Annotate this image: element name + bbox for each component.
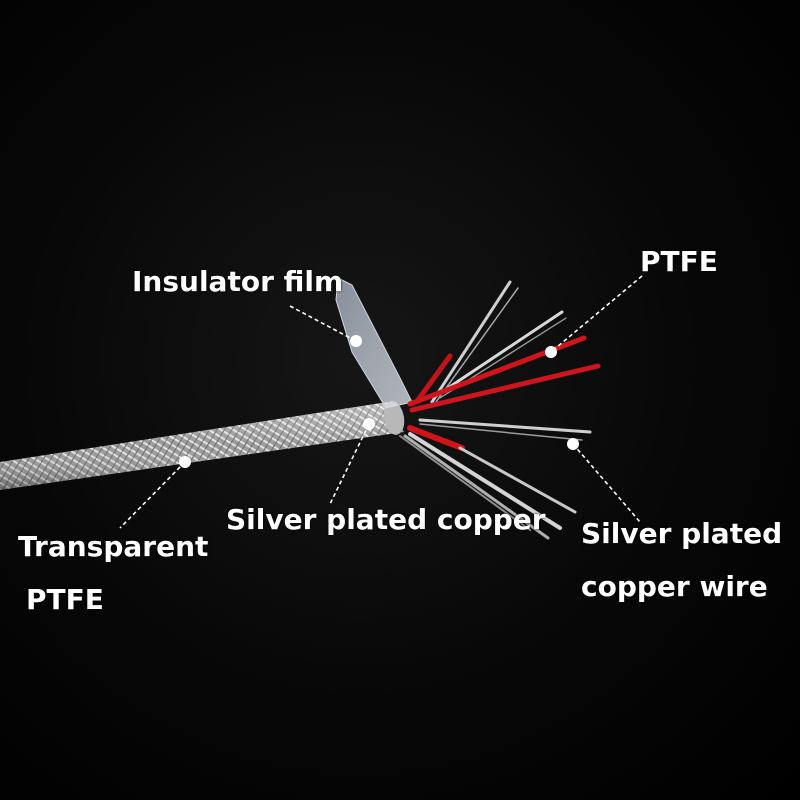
- label-silver-wire-line1: Silver plated: [581, 517, 783, 550]
- marker-silver-plated-copper: [363, 418, 375, 430]
- marker-transparent-ptfe: [179, 456, 191, 468]
- marker-insulator-film: [350, 335, 362, 347]
- silver-strands-lower: [399, 418, 592, 540]
- label-transparent-line2: PTFE: [26, 583, 104, 616]
- label-ptfe: PTFE: [640, 245, 718, 278]
- insulator-film: [335, 277, 413, 409]
- label-insulator-film: Insulator film: [132, 265, 344, 298]
- braided-cable: [0, 401, 405, 490]
- marker-dots: [179, 335, 579, 468]
- marker-ptfe: [545, 346, 557, 358]
- label-transparent-line1: Transparent: [18, 530, 209, 563]
- label-silver-plated-copper: Silver plated copper: [226, 503, 546, 536]
- label-silver-wire-line2: copper wire: [581, 570, 768, 603]
- marker-silver-plated-copper-wire: [567, 438, 579, 450]
- silver-strands-upper: [430, 280, 567, 404]
- leader-lines: [119, 275, 643, 529]
